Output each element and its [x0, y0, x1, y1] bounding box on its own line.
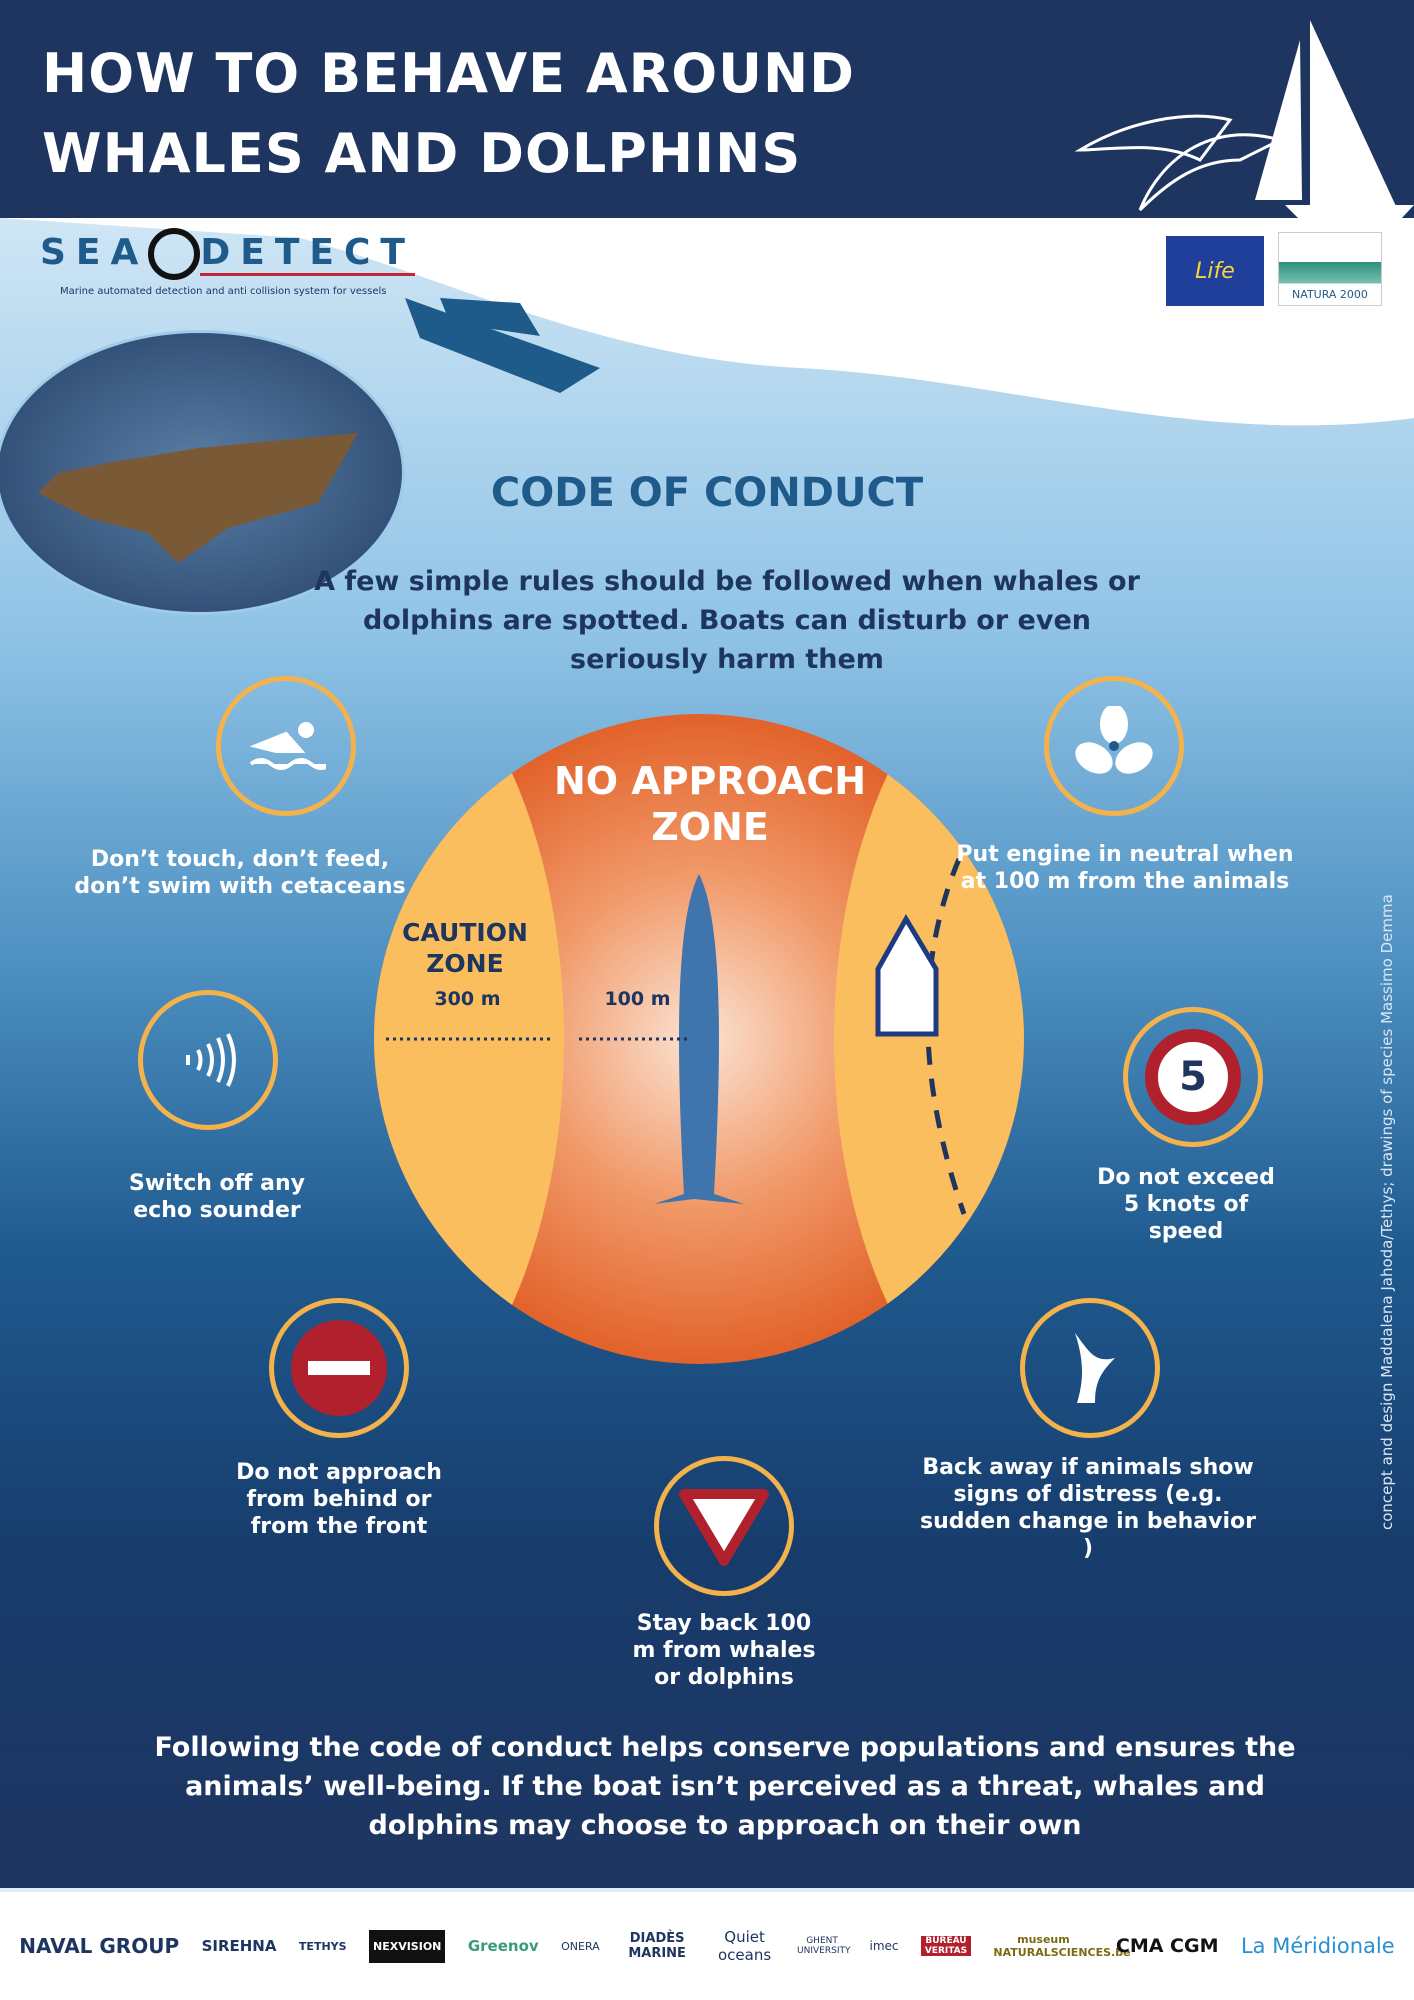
partner-logo: DIADÈS MARINE [628, 1931, 686, 1961]
eu-life-logo: Life [1166, 236, 1264, 306]
caution-zone-label: CAUTION ZONE [402, 918, 528, 978]
rule-back-away: Back away if animals show signs of distr… [920, 1455, 1256, 1561]
whale-icon [654, 874, 744, 1204]
rule-engine-neutral: Put engine in neutral when at 100 m from… [956, 842, 1294, 894]
partner-logo: imec [869, 1939, 899, 1953]
section-heading: CODE OF CONDUCT [490, 470, 924, 516]
boat-topview-icon [875, 914, 939, 1037]
partner-logo: BUREAU VERITAS [920, 1936, 971, 1956]
whale-tail-photo [0, 330, 405, 615]
speed-limit-icon: 5 [1123, 1007, 1263, 1147]
rule-echo-sounder: Switch off any echo sounder [128, 1171, 306, 1223]
rule-no-touch: Don’t touch, don’t feed, don’t swim with… [74, 847, 406, 899]
zone-diagram [374, 714, 1024, 1364]
partner-logo: La Méridionale [1240, 1934, 1395, 1958]
rule-stay-back: Stay back 100 m from whales or dolphins [632, 1611, 816, 1690]
partner-logo: Quiet oceans [718, 1928, 772, 1964]
swimmer-icon [216, 676, 356, 816]
propeller-icon [1044, 676, 1184, 816]
caution-distance: 300 m [434, 988, 501, 1010]
boat-icon [405, 298, 600, 393]
partner-logo: NAVAL GROUP [19, 1934, 180, 1958]
rule-no-approach: Do not approach from behind or from the … [236, 1460, 442, 1539]
dolphins-sailboat-icon [1074, 20, 1414, 220]
partner-logo: NEXVISION [369, 1929, 446, 1963]
partner-logo: museum NATURALSCIENCES.be [993, 1933, 1131, 1959]
footer-message: Following the code of conduct helps cons… [154, 1732, 1296, 1841]
natura-2000-logo: NATURA 2000 [1278, 232, 1382, 306]
magnifier-icon [148, 228, 201, 280]
partner-logo: Greenov [467, 1937, 539, 1955]
intro-text: A few simple rules should be followed wh… [314, 566, 1140, 675]
rule-speed: Do not exceed 5 knots of speed [1097, 1165, 1275, 1244]
design-credit: concept and design Maddalena Jahoda/Teth… [1378, 894, 1396, 1530]
wave-decoration [0, 218, 1414, 426]
whale-tail-icon [1020, 1298, 1160, 1438]
partner-logo: TETHYS [298, 1939, 347, 1953]
partner-logo: ONERA [561, 1939, 600, 1953]
no-approach-zone-label: NO APPROACH ZONE [553, 759, 867, 849]
yield-icon [654, 1456, 794, 1596]
partner-logo: GHENT UNIVERSITY [797, 1936, 851, 1956]
partner-logos: NAVAL GROUP SIREHNA TETHYS NEXVISION Gre… [0, 1888, 1414, 2000]
no-approach-distance: 100 m [604, 988, 671, 1010]
partner-logo: SIREHNA [201, 1937, 277, 1955]
sonar-icon [138, 990, 278, 1130]
partner-logo: CMA CGM [1115, 1935, 1219, 1957]
no-entry-icon [269, 1298, 409, 1438]
